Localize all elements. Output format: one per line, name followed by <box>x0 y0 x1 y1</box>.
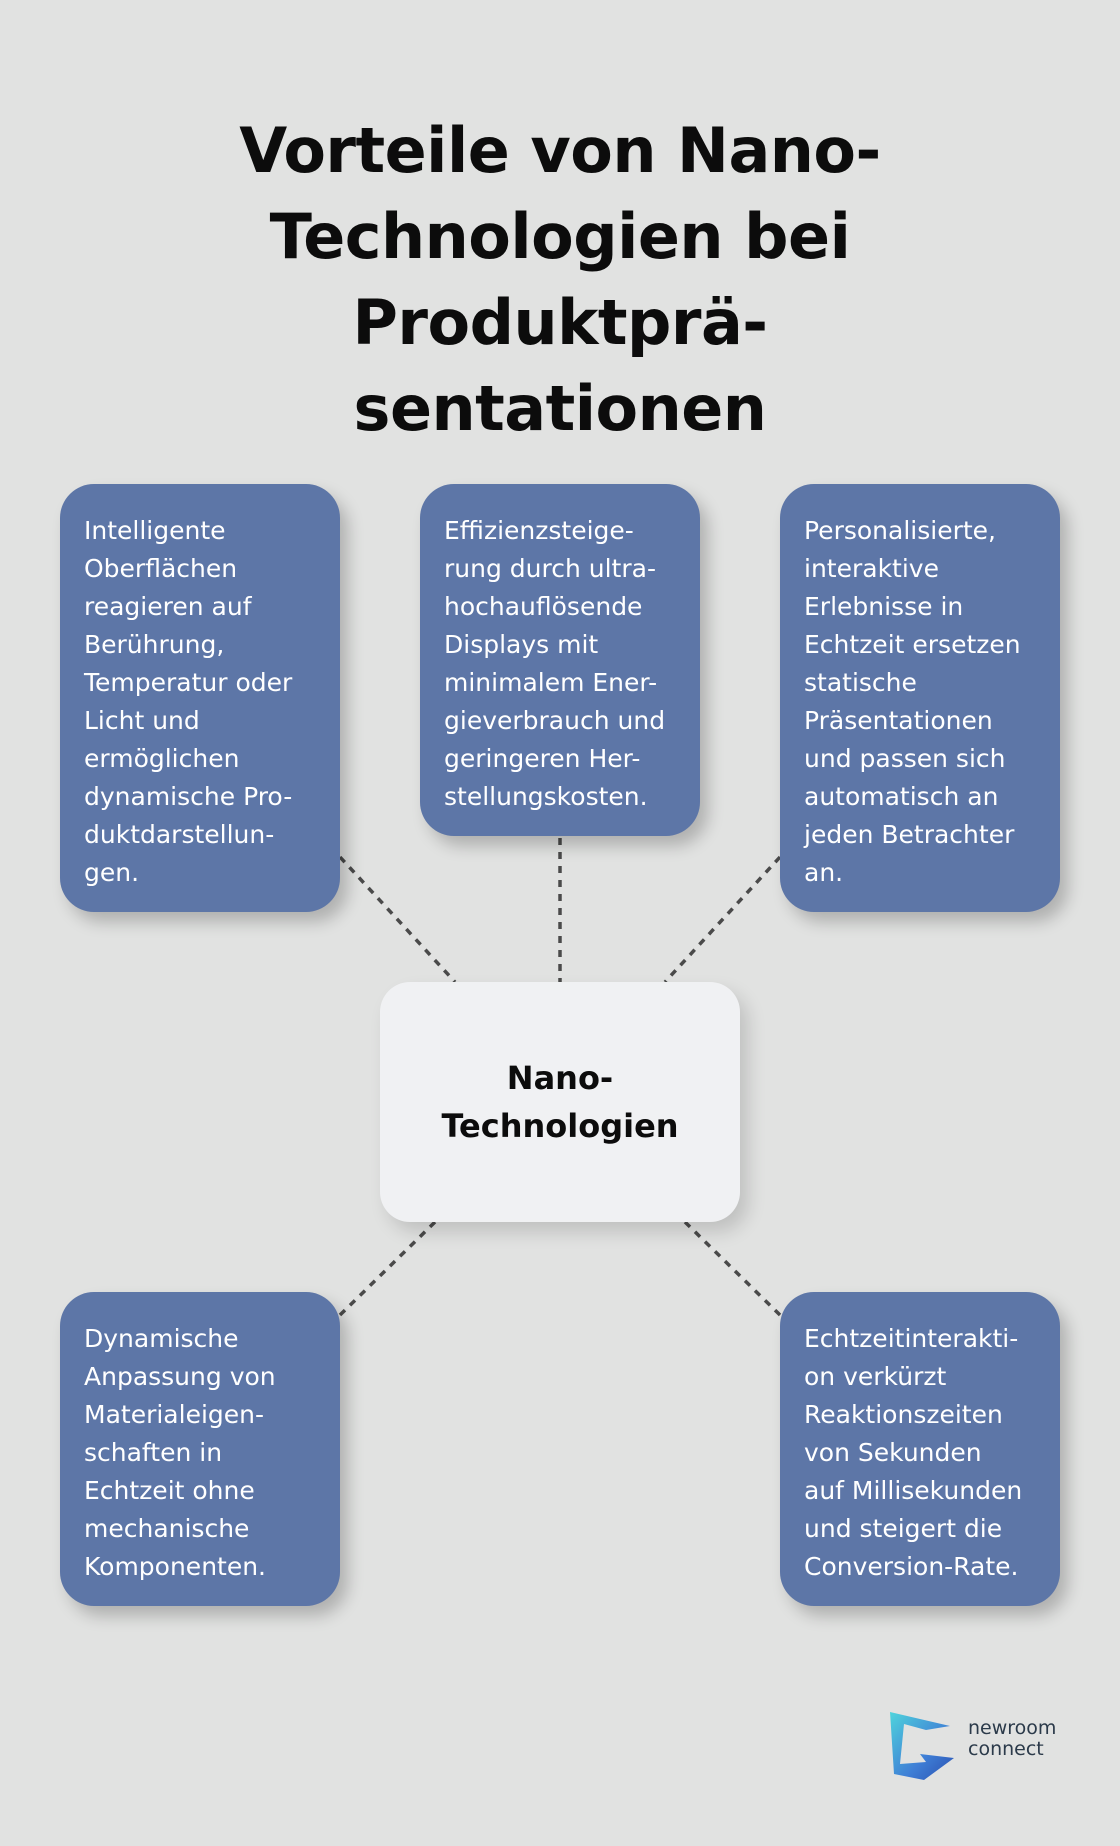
benefit-box-smart-surfaces: Intelligente Oberflächen reagieren auf B… <box>60 484 340 912</box>
title-line-3: sentationen <box>353 372 767 445</box>
center-node: Nano- Technologien <box>380 982 740 1222</box>
center-node-line-1: Nano- <box>506 1059 614 1097</box>
page-title: Vorteile von Nano- Technologien bei Prod… <box>60 108 1060 452</box>
logo-text-line-1: newroom <box>968 1717 1057 1739</box>
benefit-box-efficiency: Effizienzsteige- rung durch ultra- hocha… <box>420 484 700 836</box>
benefit-box-realtime-interaction: Echtzeitinterakti- on verkürzt Reaktions… <box>780 1292 1060 1606</box>
connector-bottom-left <box>336 1220 437 1319</box>
newroom-connect-logo: newroom connect <box>886 1710 1066 1784</box>
connector-top-left <box>338 855 457 984</box>
connector-top-right <box>663 855 782 984</box>
logo-mark-icon <box>890 1712 954 1780</box>
connector-bottom-right <box>683 1220 784 1319</box>
title-line-1: Vorteile von Nano- <box>239 114 881 187</box>
logo-text: newroom connect <box>968 1718 1056 1760</box>
logo-text-line-2: connect <box>968 1738 1044 1760</box>
benefit-box-personalization: Personalisierte, interaktive Erlebnisse … <box>780 484 1060 912</box>
title-line-2: Technologien bei Produktprä- <box>269 200 851 359</box>
center-node-line-2: Technologien <box>441 1107 679 1145</box>
benefit-box-material-adaptation: Dynamische Anpassung von Materialeigen- … <box>60 1292 340 1606</box>
